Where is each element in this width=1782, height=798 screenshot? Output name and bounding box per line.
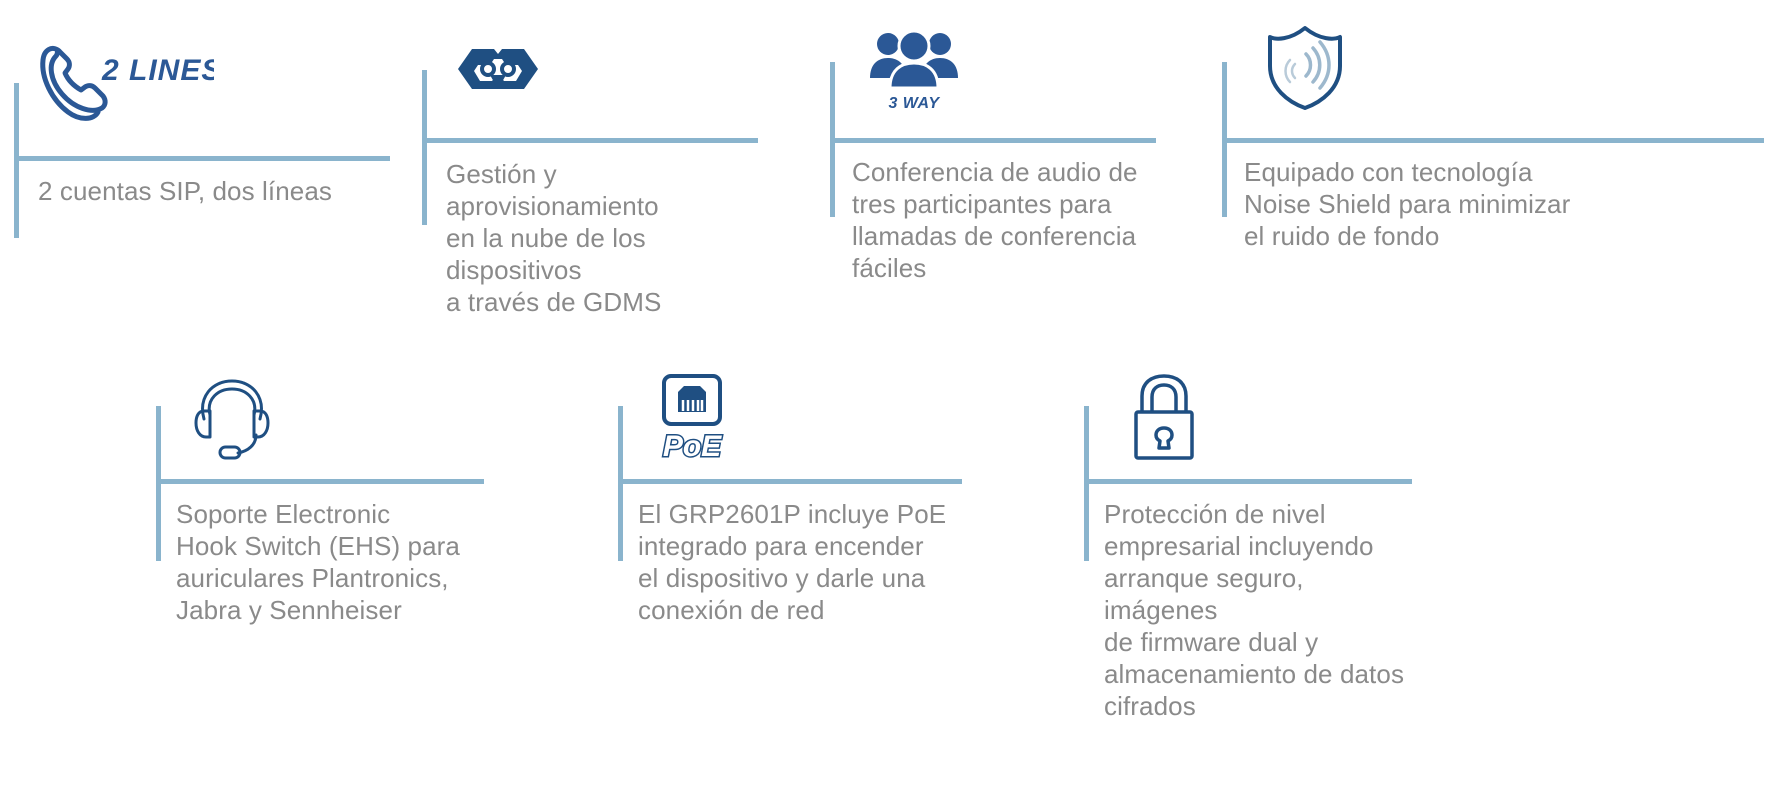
connector-horizontal-bar: [156, 479, 484, 484]
feature-card-three-way-conference: 3 WAY 3 WAY Conferencia de audio de tres…: [830, 29, 1160, 322]
feature-card-security: Protección de nivel empresarial incluyen…: [1084, 374, 1416, 721]
connector-horizontal-bar: [830, 138, 1156, 143]
svg-text:2 LINES: 2 LINES: [101, 54, 214, 87]
connector-horizontal-bar: [422, 138, 758, 143]
connector-horizontal-bar: [14, 156, 390, 161]
feature-description-noise-shield: Equipado con tecnología Noise Shield par…: [1244, 157, 1571, 251]
gdms-cloud-provisioning-icon: [450, 35, 546, 120]
feature-description-security: Protección de nivel empresarial incluyen…: [1104, 499, 1405, 721]
feature-description-ehs-headset: Soporte Electronic Hook Switch (EHS) par…: [176, 499, 460, 625]
feature-description-gdms-cloud: Gestión y aprovisionamiento en la nube d…: [446, 159, 662, 317]
connector-horizontal-bar: [1084, 479, 1412, 484]
svg-text:3 WAY: 3 WAY: [888, 95, 940, 112]
connector-horizontal-bar: [1222, 138, 1764, 143]
feature-description-three-way-conference: Conferencia de audio de tres participant…: [852, 157, 1138, 283]
phone-handset-2-lines-icon: 2 LINES 2 LINES: [34, 38, 221, 133]
connector-vertical-bar: [422, 70, 427, 225]
feature-card-two-lines: 2 LINES 2 LINES 2 cuentas SIP, dos línea…: [14, 45, 394, 263]
feature-card-noise-shield: Equipado con tecnología Noise Shield par…: [1222, 26, 1768, 302]
three-people-conference-icon: 3 WAY 3 WAY: [864, 22, 964, 117]
connector-horizontal-bar: [618, 479, 962, 484]
feature-card-ehs-headset: Soporte Electronic Hook Switch (EHS) par…: [156, 379, 488, 686]
headset-icon: [186, 371, 282, 468]
svg-text:PoE: PoE: [663, 430, 722, 462]
feature-description-two-lines: 2 cuentas SIP, dos líneas: [38, 176, 332, 206]
ethernet-poe-icon: PoE PoE: [648, 370, 738, 467]
feature-card-gdms-cloud: Gestión y aprovisionamiento en la nube d…: [422, 49, 762, 317]
shield-noise-icon: [1262, 22, 1348, 119]
feature-card-poe: PoE PoE El GRP2601P incluye PoE integrad…: [618, 374, 966, 686]
feature-description-poe: El GRP2601P incluye PoE integrado para e…: [638, 499, 947, 625]
padlock-icon: [1122, 372, 1206, 469]
